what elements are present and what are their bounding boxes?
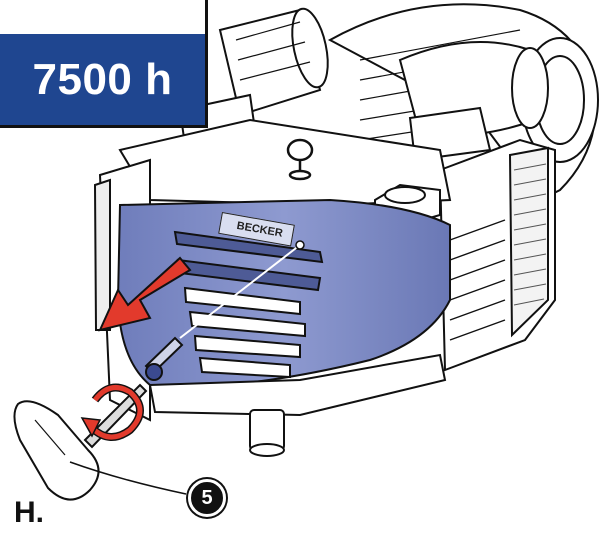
base	[148, 353, 447, 457]
screw-icon	[144, 336, 184, 381]
badge-text: 7500 h	[32, 54, 173, 104]
screw-path	[179, 244, 301, 339]
callout-number: 5	[188, 479, 226, 517]
rotation-arrow-icon	[80, 383, 144, 441]
brand-text: BECKER	[235, 219, 284, 240]
top-cylinder-right	[398, 41, 549, 162]
callout-leader	[69, 461, 187, 495]
eye-bolt-icon	[286, 138, 314, 181]
panel-vents	[173, 230, 324, 379]
badge-band	[0, 34, 205, 125]
step-label: H.	[14, 496, 44, 529]
key-tool-icon	[13, 383, 148, 501]
cooling-fins	[438, 138, 556, 372]
hours-badge: 7500 h	[0, 0, 208, 128]
arrow-icon	[98, 256, 192, 332]
screw-hole	[295, 240, 305, 250]
